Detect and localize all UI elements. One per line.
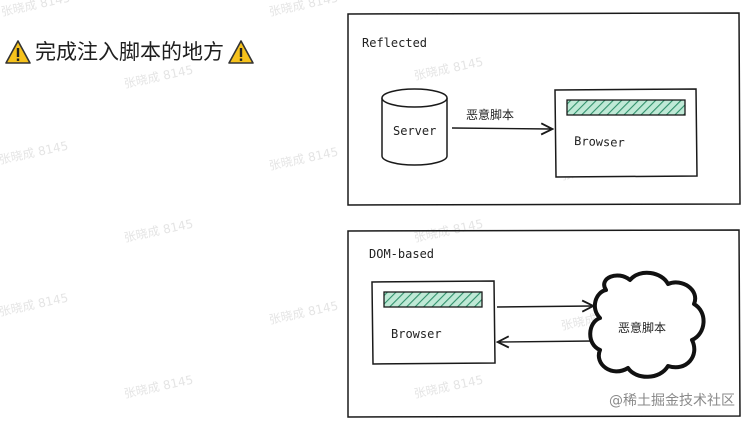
dom-diagram: DOM-based Browser 恶意脚本 (347, 229, 741, 418)
page-heading: 完成注入脚本的地方 (4, 36, 255, 68)
server-label: Server (393, 124, 436, 138)
watermark-text: 张晓成 8145 (123, 373, 195, 401)
dom-frame (347, 229, 741, 418)
browser-label: Browser (391, 327, 442, 341)
warning-icon (5, 40, 31, 64)
watermark-text: 张晓成 8145 (268, 299, 340, 327)
watermark-text: 张晓成 8145 (123, 217, 195, 245)
warning-icon (228, 40, 254, 64)
cloud-label: 恶意脚本 (618, 320, 666, 335)
watermark-text: 张晓成 8145 (0, 0, 71, 19)
watermark-text: 张晓成 8145 (268, 0, 340, 19)
dom-label: DOM-based (369, 247, 434, 261)
dom-arrow-to-cloud (496, 306, 592, 307)
reflected-arrow (451, 128, 551, 129)
malicious-script-cloud: 恶意脚本 (588, 270, 706, 379)
watermark-layer: 张晓成 8145 张晓成 8145 张晓成 8145 张晓成 8145 张晓成 … (0, 0, 631, 401)
reflected-frame (347, 12, 741, 206)
watermark-text: 张晓成 8145 (123, 63, 195, 91)
heading-text: 完成注入脚本的地方 (35, 39, 224, 64)
reflected-browser-box: Browser (554, 88, 698, 178)
watermark-text: 张晓成 8145 (413, 55, 485, 83)
reflected-label: Reflected (362, 36, 427, 50)
watermark-text: 张晓成 8145 (0, 139, 69, 167)
watermark-text: 张晓成 8145 (0, 291, 69, 319)
address-bar (566, 99, 686, 116)
server-cylinder: Server (381, 88, 448, 166)
brand-watermark: @稀土掘金技术社区 (609, 393, 735, 409)
watermark-text: 张晓成 8145 (413, 373, 485, 401)
reflected-diagram: Reflected Server 恶意脚本 Browser (347, 12, 741, 206)
reflected-arrow-label: 恶意脚本 (466, 107, 514, 122)
browser-label: Browser (574, 134, 625, 150)
watermark-text: 张晓成 8145 (268, 145, 340, 173)
dom-browser-box: Browser (371, 280, 496, 365)
address-bar (383, 291, 483, 308)
dom-arrow-to-browser (499, 341, 594, 342)
